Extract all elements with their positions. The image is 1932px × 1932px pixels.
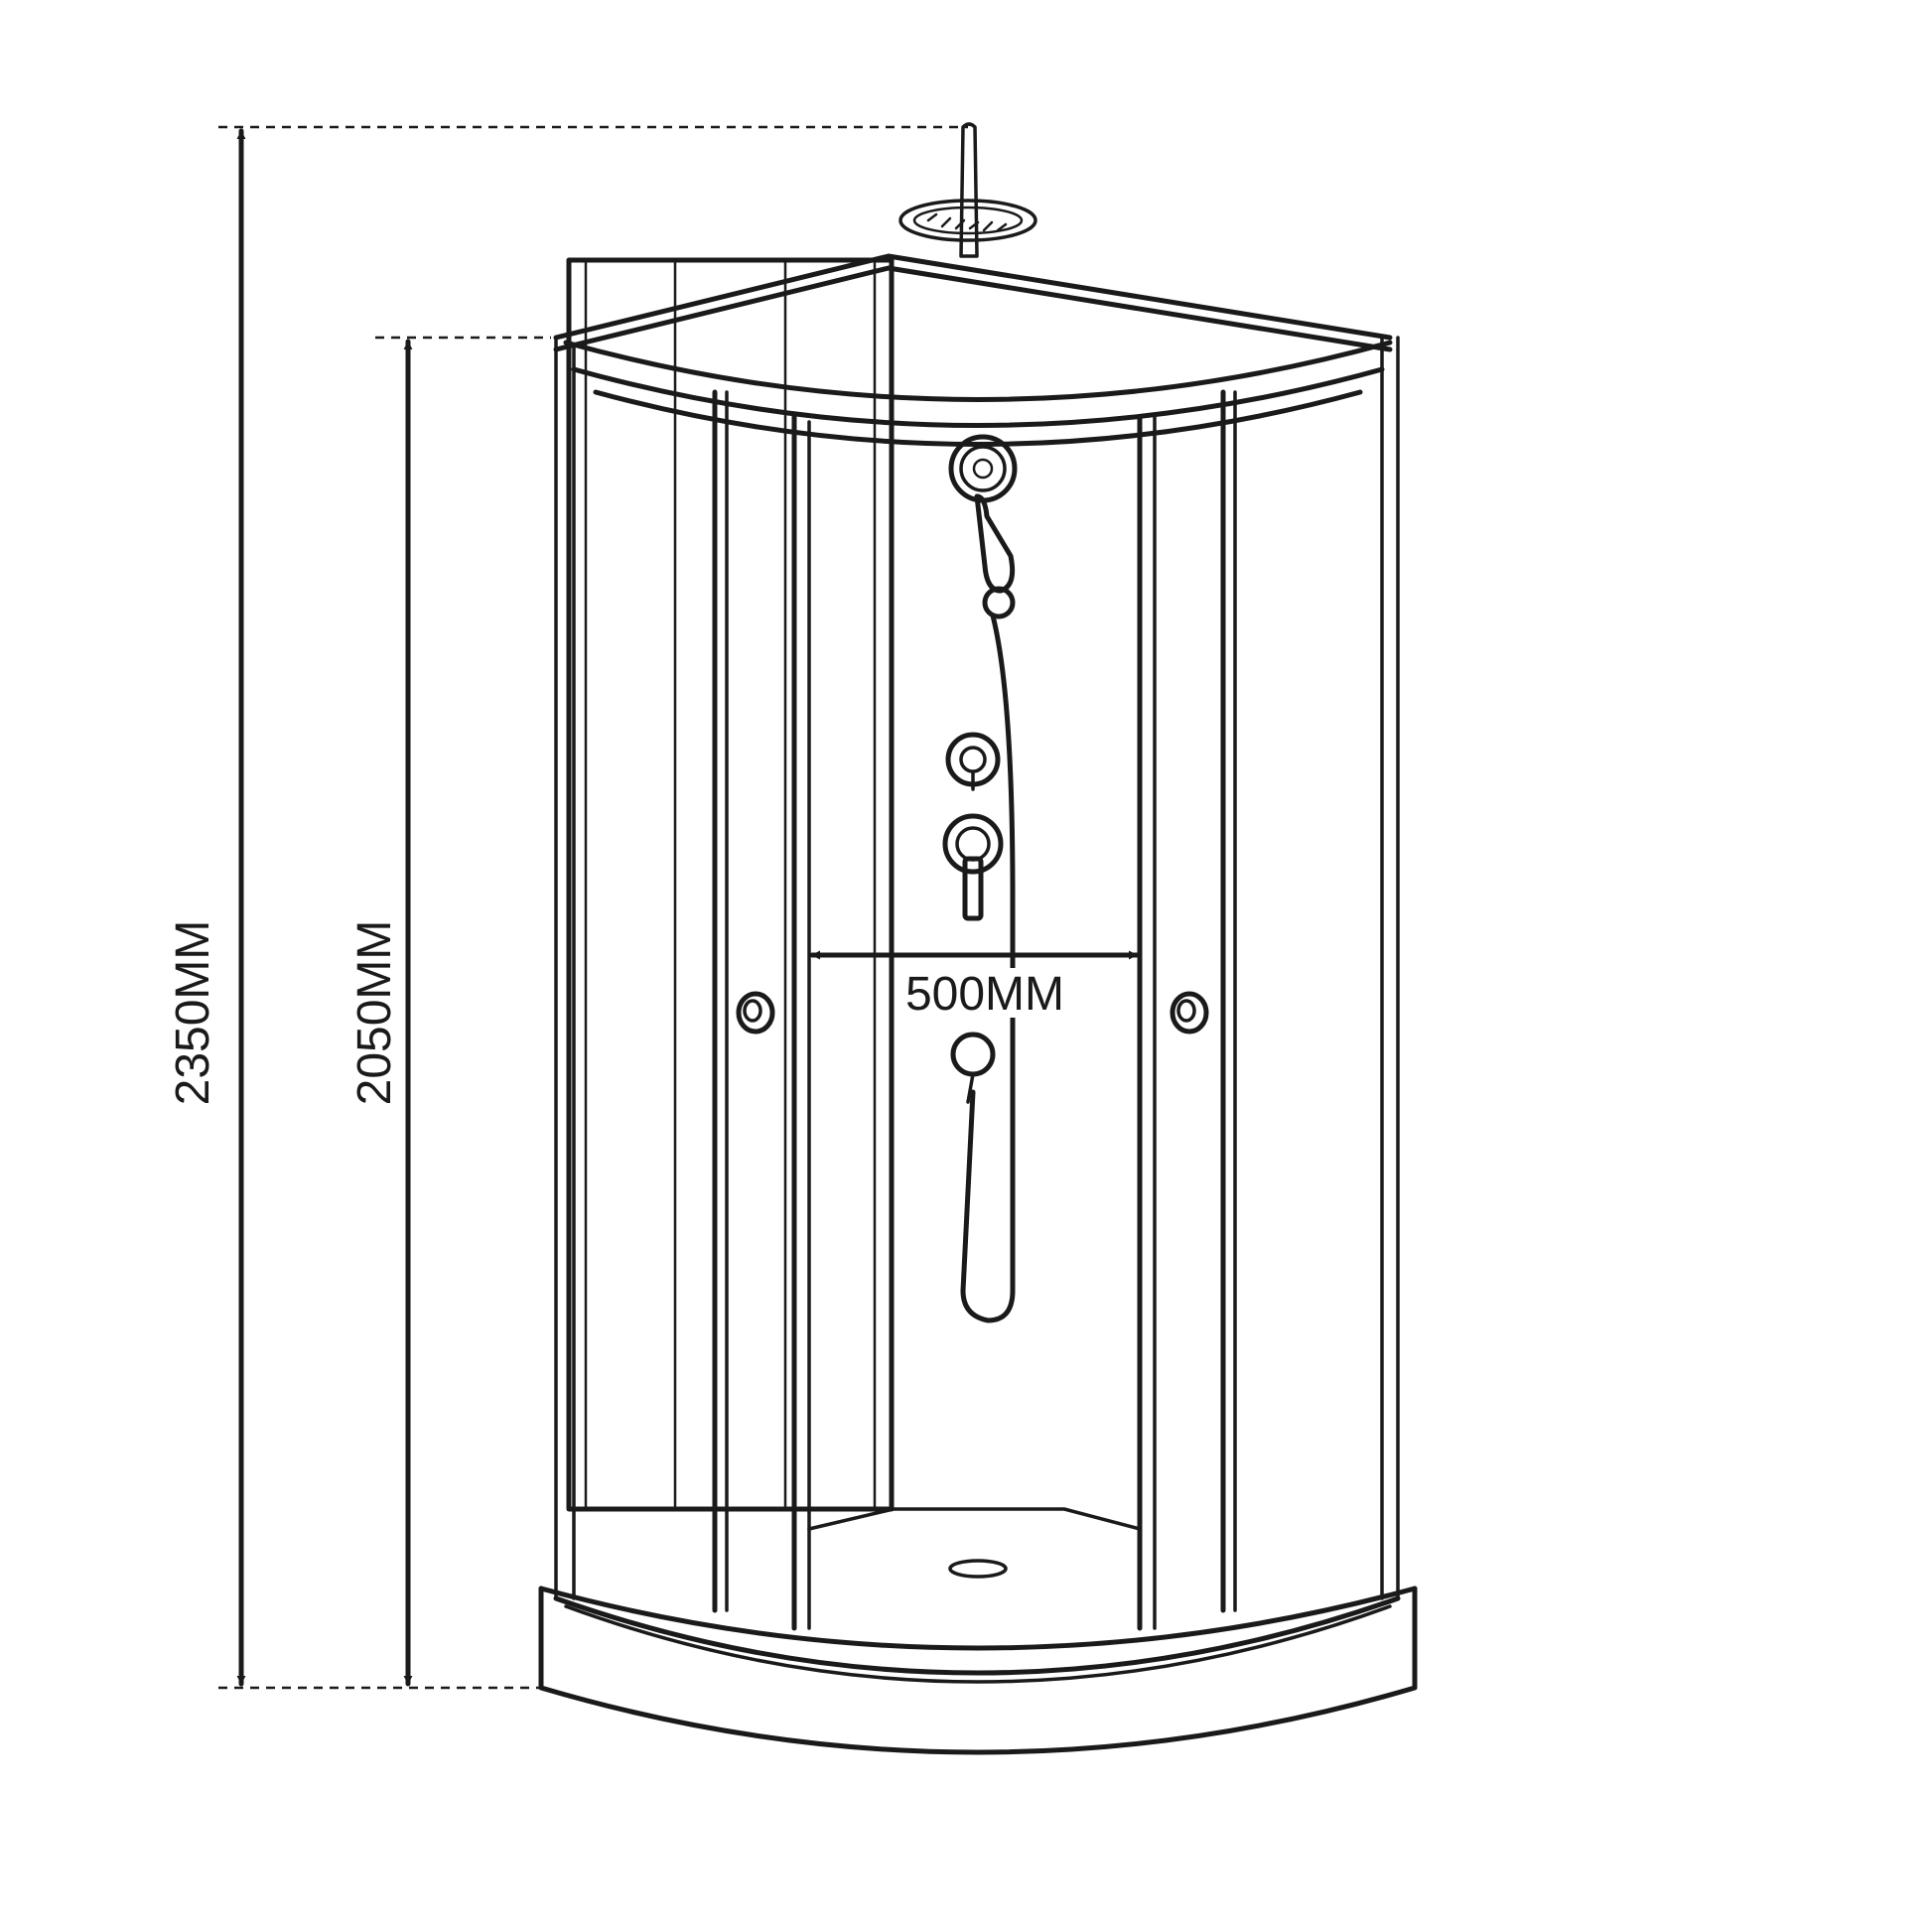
top-frame (553, 253, 1400, 1600)
left-fixed-panel (712, 389, 729, 1613)
tray-inner (553, 1507, 1401, 1684)
cabin-height-dimension: 2050MM (348, 336, 551, 1687)
inner-width-label: 500MM (905, 968, 1064, 1021)
hand-shower (948, 434, 1018, 1323)
back-wall (566, 257, 895, 1512)
total-height-dimension: 2350MM (167, 125, 968, 1690)
left-sliding-door (791, 414, 811, 1631)
shower-tray (538, 1586, 1418, 1755)
right-fixed-panel (1220, 389, 1237, 1613)
right-sliding-door (1137, 414, 1157, 1631)
shower-inlet (950, 1032, 996, 1104)
left-door-handle (736, 991, 775, 1035)
total-height-label: 2350MM (167, 920, 219, 1106)
right-door-handle (1170, 991, 1209, 1035)
mixer-lever (942, 813, 1004, 921)
diverter-knob (945, 732, 1001, 791)
floor-drain (948, 1559, 1008, 1579)
rain-shower-head (898, 122, 1037, 258)
inner-width-dimension: 500MM (809, 950, 1140, 1021)
cabin-height-label: 2050MM (348, 920, 401, 1106)
